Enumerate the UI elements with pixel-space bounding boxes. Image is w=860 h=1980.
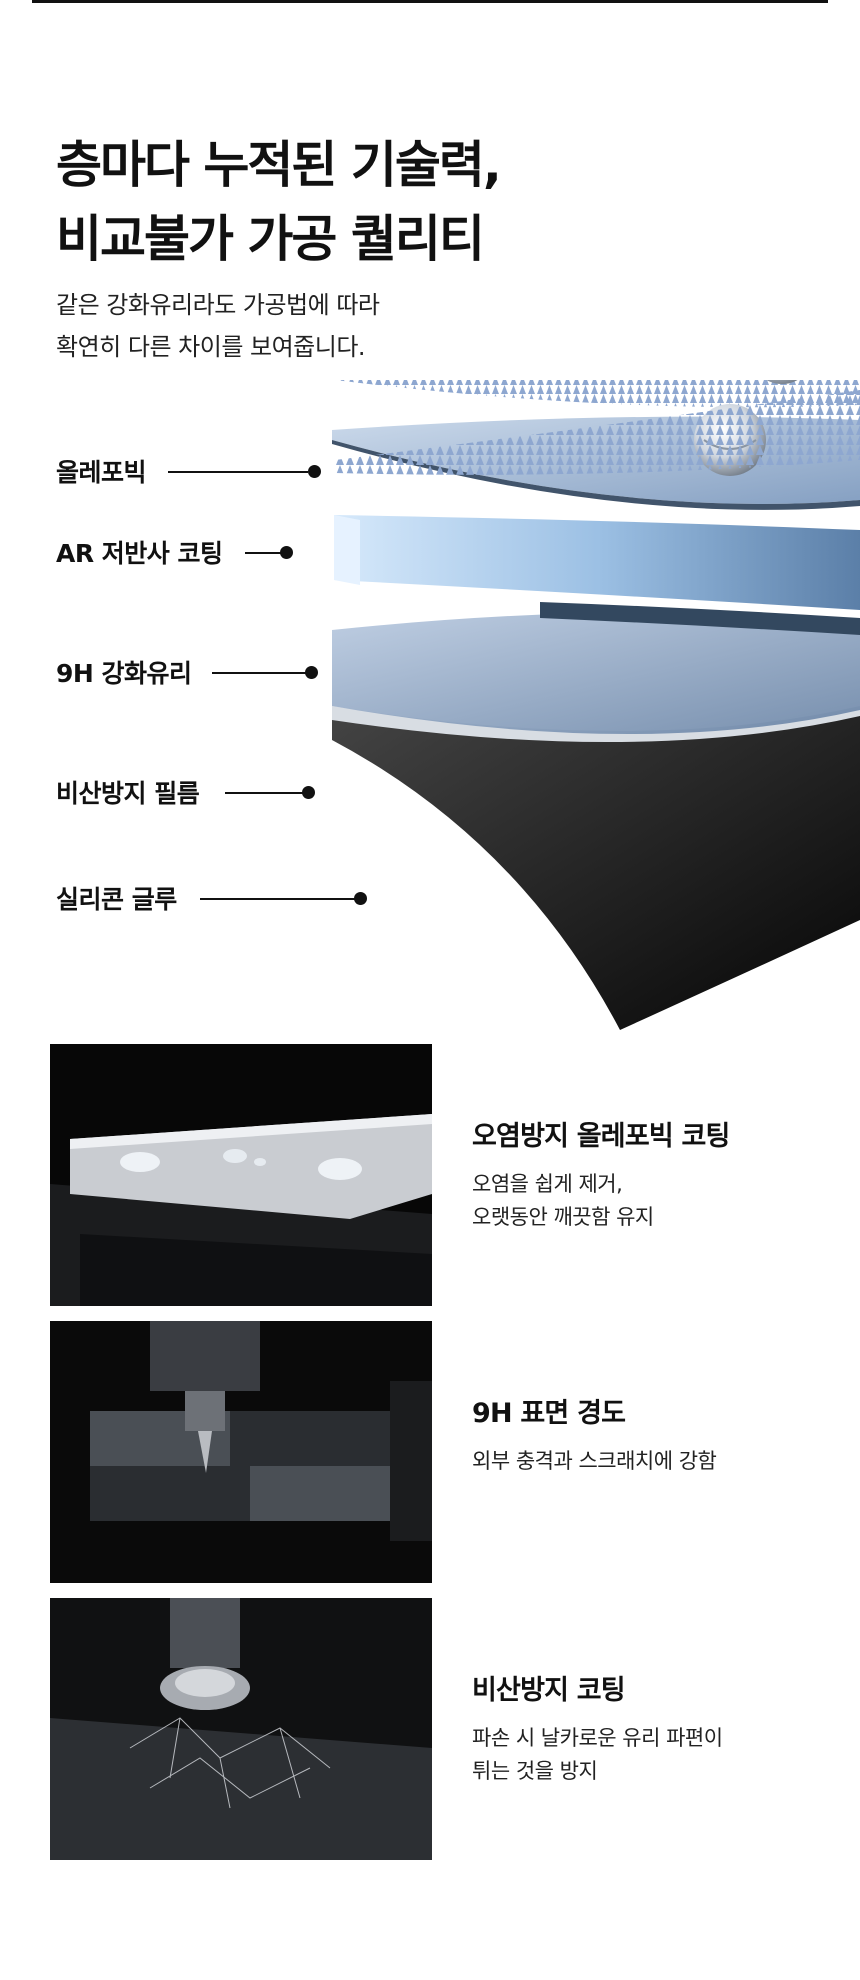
feature-image-oleophobic [50,1044,432,1306]
feature-image-9h-hardness [50,1321,432,1583]
title-line-1: 층마다 누적된 기술력, [56,136,502,194]
layer-label-anti-shatter-film: 비산방지 필름 [56,779,200,808]
feature-title: 비산방지 코팅 [472,1675,626,1706]
page-subtitle: 같은 강화유리라도 가공법에 따라 확연히 다른 차이를 보여줍니다. [56,284,380,368]
subtitle-line-1: 같은 강화유리라도 가공법에 따라 [56,291,380,319]
leader-line [245,552,283,554]
oleophobic-spikes-illustration [335,390,860,475]
feature-description: 파손 시 날카로운 유리 파편이 튀는 것을 방지 [472,1722,723,1788]
feature-desc-line: 오염을 쉽게 제거, [472,1172,623,1196]
water-droplets-icon [50,1044,432,1306]
feature-title: 9H 표면 경도 [472,1398,626,1429]
drill-point-icon [50,1321,432,1583]
leader-dot [280,546,293,559]
shattered-glass-icon [50,1598,432,1860]
leader-line [200,898,360,900]
leader-line [225,792,305,794]
title-line-2: 비교불가 가공 퀄리티 [56,210,485,268]
feature-image-anti-shatter [50,1598,432,1860]
page-title: 층마다 누적된 기술력, 비교불가 가공 퀄리티 [56,128,502,276]
feature-desc-line: 튀는 것을 방지 [472,1759,598,1783]
feature-desc-line: 외부 충격과 스크래치에 강함 [472,1449,717,1473]
leader-line [168,471,308,473]
feature-title: 오염방지 올레포빅 코팅 [472,1121,730,1152]
feature-description: 외부 충격과 스크래치에 강함 [472,1445,717,1478]
leader-dot [354,892,367,905]
leader-line [212,672,308,674]
glass-layers-illustration [332,380,860,1030]
feature-description: 오염을 쉽게 제거, 오랫동안 깨끗함 유지 [472,1168,654,1234]
layer-label-ar-coating: AR 저반사 코팅 [56,539,223,568]
leader-dot [302,786,315,799]
top-divider [32,0,828,3]
feature-desc-line: 오랫동안 깨끗함 유지 [472,1205,654,1229]
layer-label-oleophobic: 올레포빅 [56,458,147,487]
feature-desc-line: 파손 시 날카로운 유리 파편이 [472,1726,723,1750]
subtitle-line-2: 확연히 다른 차이를 보여줍니다. [56,333,366,361]
layer-label-9h-glass: 9H 강화유리 [56,659,192,688]
leader-dot [308,465,321,478]
leader-dot [305,666,318,679]
layer-label-silicone-glue: 실리콘 글루 [56,885,177,914]
